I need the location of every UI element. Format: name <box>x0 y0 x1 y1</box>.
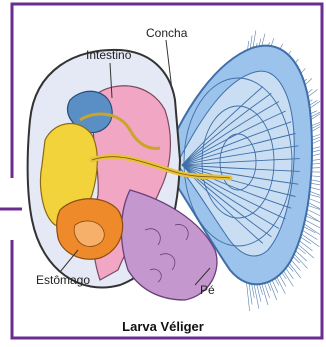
label-estomago: Estômago <box>36 273 90 287</box>
label-concha: Concha <box>146 26 187 40</box>
label-intestino: Intestino <box>86 48 131 62</box>
label-pe: Pé <box>200 283 215 297</box>
diagram-title: Larva Véliger <box>0 319 326 334</box>
